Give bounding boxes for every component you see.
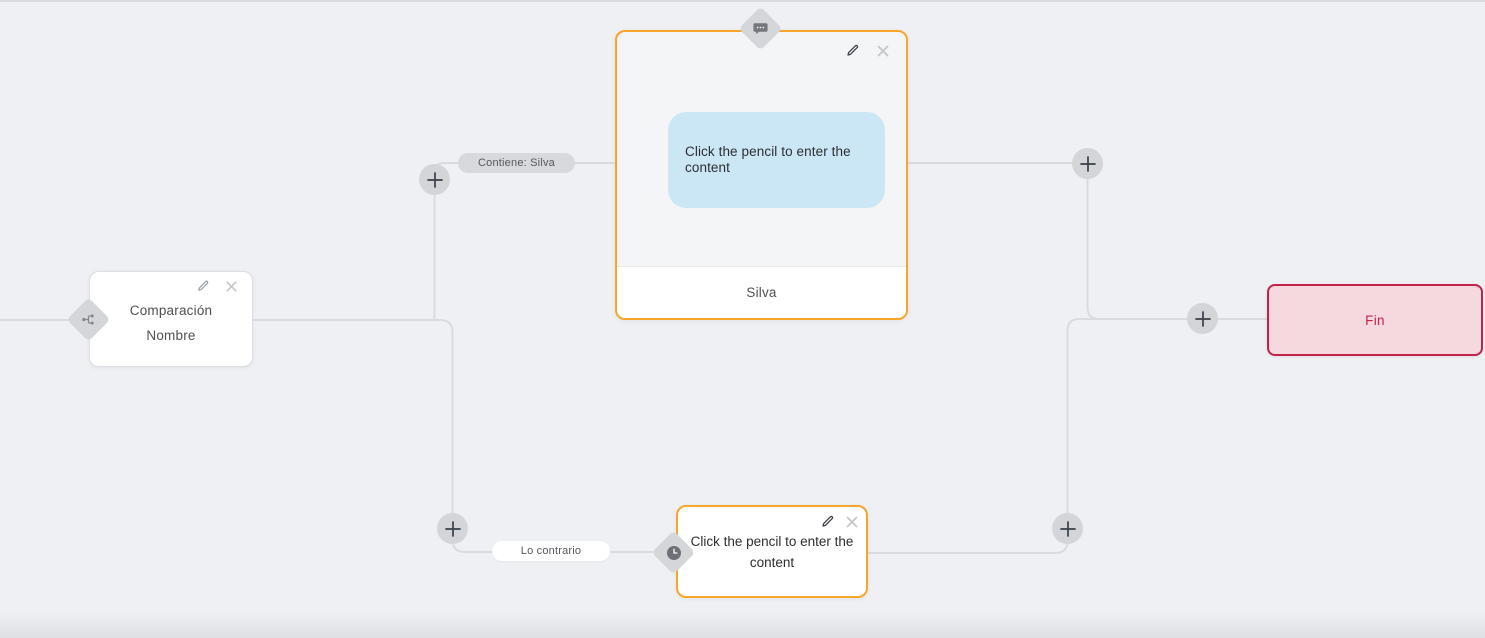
goto-placeholder-text: Click the pencil to enter the content bbox=[690, 533, 854, 570]
plus-icon bbox=[1079, 155, 1097, 173]
add-node-button-true-branch[interactable] bbox=[419, 164, 450, 195]
edge-label-true[interactable]: Contiene: Silva bbox=[458, 153, 575, 173]
add-node-button-after-goto[interactable] bbox=[1052, 513, 1083, 544]
close-icon[interactable] bbox=[225, 280, 238, 293]
add-node-button-after-message[interactable] bbox=[1072, 148, 1103, 179]
edge-condition-true bbox=[433, 162, 616, 320]
edge-message-to-end bbox=[908, 162, 1268, 320]
condition-title-line1: Comparación bbox=[129, 303, 213, 318]
message-port-badge[interactable] bbox=[738, 6, 783, 51]
message-placeholder-text: Click the pencil to enter the content bbox=[685, 144, 851, 175]
plus-icon bbox=[426, 171, 444, 189]
speech-bubble-icon bbox=[745, 13, 776, 44]
message-bubble: Click the pencil to enter the content bbox=[668, 112, 885, 208]
edge-goto-to-end bbox=[868, 318, 1268, 554]
plus-icon bbox=[1059, 520, 1077, 538]
close-icon[interactable] bbox=[845, 515, 859, 529]
condition-node[interactable]: Comparación Nombre bbox=[89, 271, 253, 367]
end-node[interactable]: Fin bbox=[1267, 284, 1483, 356]
edge-condition-false bbox=[253, 319, 676, 553]
edge-label-false[interactable]: Lo contrario bbox=[492, 541, 610, 561]
canvas-top-border bbox=[0, 0, 1485, 2]
close-icon[interactable] bbox=[876, 44, 890, 58]
split-icon bbox=[73, 304, 104, 335]
message-node[interactable]: Click the pencil to enter the content Si… bbox=[615, 30, 908, 320]
edge-label-false-text: Lo contrario bbox=[520, 545, 582, 557]
pencil-icon[interactable] bbox=[196, 279, 210, 293]
add-node-button-before-end[interactable] bbox=[1187, 303, 1218, 334]
goto-port-badge[interactable] bbox=[651, 530, 696, 575]
pencil-icon[interactable] bbox=[820, 514, 835, 529]
add-node-button-false-branch[interactable] bbox=[437, 513, 468, 544]
message-footer: Silva bbox=[617, 266, 906, 318]
condition-port-badge[interactable] bbox=[66, 297, 111, 342]
goto-node[interactable]: Click the pencil to enter the content bbox=[676, 505, 868, 598]
plus-icon bbox=[1194, 310, 1212, 328]
edge-label-true-text: Contiene: Silva bbox=[478, 157, 555, 169]
plus-icon bbox=[444, 520, 462, 538]
message-body: Click the pencil to enter the content bbox=[617, 32, 906, 266]
message-footer-text: Silva bbox=[746, 285, 777, 300]
clock-icon bbox=[658, 537, 689, 568]
end-node-label: Fin bbox=[1365, 312, 1385, 328]
pencil-icon[interactable] bbox=[845, 43, 860, 58]
condition-title-line2: Nombre bbox=[146, 328, 196, 343]
